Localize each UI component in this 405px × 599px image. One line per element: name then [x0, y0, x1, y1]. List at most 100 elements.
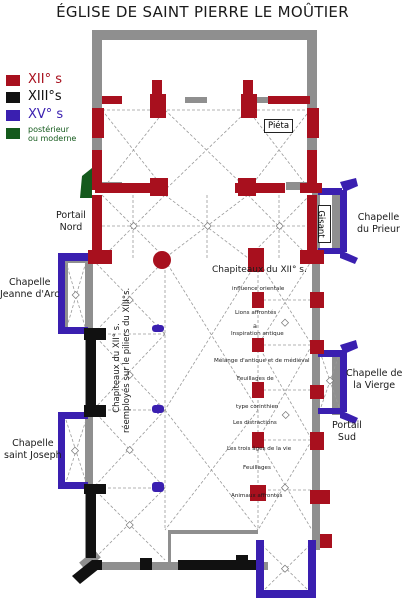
- prieur-top: [318, 188, 342, 195]
- xiii-wall-1: [86, 338, 96, 406]
- wall-choir-bottom-b: [286, 182, 308, 190]
- vierge-right: [340, 350, 347, 412]
- transept-right-a: [307, 150, 317, 190]
- chapelle-jeanne-label: Chapelle Jeanne d'Arc: [0, 277, 60, 300]
- pier-ne: [300, 250, 324, 264]
- legend-swatch-modern: [6, 128, 20, 139]
- xiii-pier-1: [84, 328, 106, 340]
- transept-right-b: [307, 195, 317, 255]
- crossing-pier-a: [150, 178, 168, 196]
- prieur-buttress-top: [340, 178, 358, 192]
- pier-r-3: [252, 338, 264, 352]
- br-chapel-right: [308, 540, 316, 598]
- chapiteaux-xii-label: Chapiteaux du XII° s.: [212, 265, 307, 275]
- joseph-top: [58, 412, 88, 419]
- jeanne-left: [58, 253, 65, 333]
- modern-addition: [80, 168, 92, 198]
- capital-feuillages-de: Feuillages de: [237, 376, 274, 382]
- wall-nave-right: [312, 190, 320, 550]
- wall-stub-a: [185, 97, 207, 103]
- xiii-pier-2: [84, 405, 106, 417]
- wall-r-3: [310, 385, 324, 399]
- choir-pier-right: [307, 108, 319, 138]
- choir-wall-right: [268, 96, 310, 104]
- xiii-facade-pier-a: [140, 558, 152, 570]
- legend-swatches: [6, 75, 20, 139]
- transept-left-b: [92, 195, 102, 255]
- wall-prieur-outer: [332, 190, 342, 250]
- wall-r-4: [310, 432, 324, 450]
- xiii-facade: [178, 560, 256, 570]
- vierge-buttress-bottom: [340, 410, 358, 424]
- br-chapel-left: [256, 540, 264, 598]
- xiii-corner-b: [92, 560, 102, 570]
- capital-distractions: Les distractions: [233, 420, 277, 426]
- prieur-bottom: [318, 248, 342, 254]
- xiii-pier-3: [84, 484, 106, 494]
- wall-r-1: [310, 292, 324, 308]
- gisant-box: Gisant: [315, 205, 331, 243]
- pier-r-5: [252, 432, 264, 448]
- narthex-top: [168, 530, 258, 534]
- keystones: [70, 221, 335, 573]
- jeanne-top: [58, 253, 88, 261]
- capital-trois-ages: Les trois âges de la vie: [227, 446, 292, 452]
- choir-pier-a: [152, 80, 162, 94]
- xv-pillars: [152, 324, 164, 492]
- br-chapel-bottom: [256, 590, 316, 598]
- chapelle-vierge-label: Chapelle de la Vierge: [346, 368, 403, 391]
- chapelle-prieur-label: Chapelle du Prieur: [357, 212, 400, 235]
- vierge-top: [318, 350, 342, 357]
- choir-pier-c: [243, 80, 253, 94]
- wall-stub-b: [248, 97, 270, 103]
- portail-sud-label: Portail Sud: [332, 420, 362, 443]
- capital-inspiration-antique: Inspiration antique: [231, 331, 284, 337]
- diagram-title: ÉGLISE DE SAINT PIERRE LE MOÛTIER: [56, 3, 349, 21]
- chapelle-joseph-label: Chapelle saint Joseph: [4, 438, 62, 461]
- legend-label-xii: XII° s: [28, 72, 62, 87]
- crossing-pier-round: [153, 251, 171, 269]
- prieur-right: [340, 190, 347, 252]
- pier-nave-right-1: [248, 248, 264, 272]
- wall-r-6: [320, 534, 332, 548]
- xiii-facade-pier-b: [236, 555, 248, 570]
- gisant-label: Gisant: [315, 210, 326, 238]
- prieur-buttress-bottom: [340, 250, 358, 264]
- pier-r-4: [252, 382, 264, 398]
- transept-top-mid: [235, 183, 285, 193]
- legend-label-modern: postérieur ou moderne: [28, 125, 77, 143]
- pier-nw: [88, 250, 112, 264]
- capital-melange: Mélange d'antique et de médiéval: [214, 358, 310, 364]
- capital-feuillages: Feuillages: [243, 465, 271, 471]
- capital-animaux-affrontes: Animaux affrontés: [231, 493, 283, 499]
- wall-r-2: [310, 340, 324, 354]
- pier-r-6: [250, 485, 266, 501]
- joseph-left: [58, 412, 65, 488]
- transept-top-left: [95, 183, 151, 193]
- pieta-label: Piéta: [264, 119, 294, 133]
- transept-top-right: [300, 183, 322, 193]
- xiii-wall-2: [86, 488, 96, 558]
- legend-label-xv: XV° s: [28, 107, 64, 122]
- transept-left-a: [92, 150, 102, 190]
- legend-label-xiii: XIII°s: [28, 89, 62, 104]
- portail-nord-label: Portail Nord: [56, 210, 86, 233]
- wall-vierge-outer: [332, 355, 342, 415]
- jeanne-bottom: [58, 327, 88, 334]
- legend-swatch-xiii: [6, 92, 20, 103]
- capital-influence-orientale: influence orientale: [232, 286, 285, 292]
- choir-pier-d: [241, 94, 257, 118]
- xiii-century-parts: [72, 328, 256, 584]
- choir-wall-left: [102, 96, 122, 104]
- choir-pier-left: [92, 108, 104, 138]
- xii-century-parts: [88, 80, 332, 548]
- chapiteaux-reemployes-label: Chapiteaux du XII° s. réemployés sur le …: [112, 287, 132, 433]
- choir-pier-b: [150, 94, 166, 118]
- xv-century-parts: [58, 178, 358, 598]
- vierge-bottom: [318, 408, 342, 414]
- wall-top: [92, 30, 317, 40]
- joseph-bottom: [58, 482, 88, 489]
- capital-type-corinthien: type corinthien: [236, 404, 279, 410]
